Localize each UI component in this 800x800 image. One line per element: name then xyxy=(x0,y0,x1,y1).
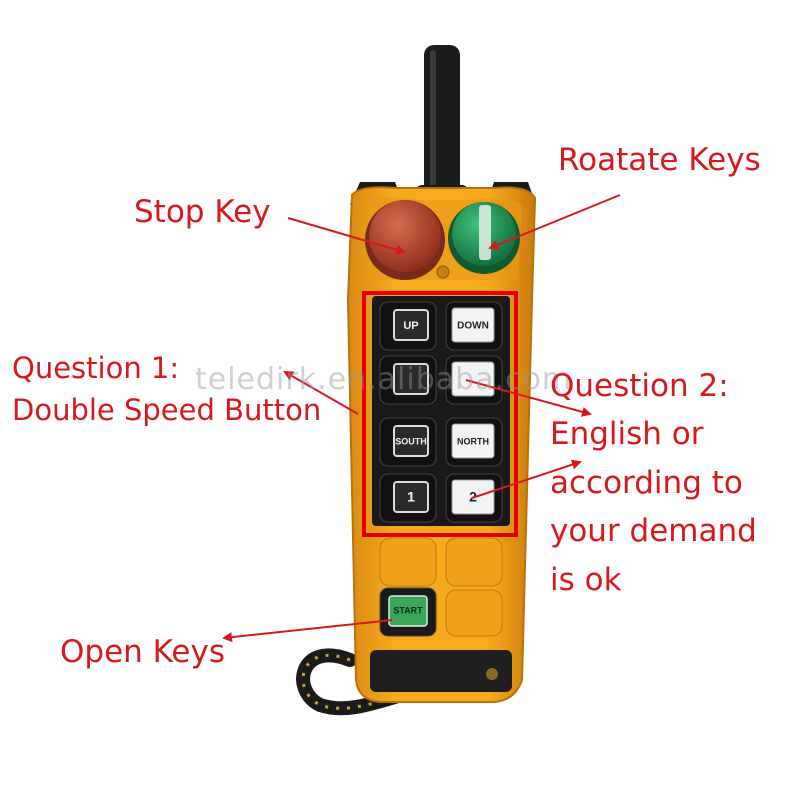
arrow-open-keys xyxy=(222,619,393,643)
stop-key[interactable] xyxy=(365,200,445,280)
question-2-line-4: is ok xyxy=(550,562,622,598)
question-1-title: Question 1: xyxy=(12,351,180,385)
start-key[interactable]: START xyxy=(379,587,437,637)
up-key-label: UP xyxy=(403,320,418,332)
question-2-line-1: English or xyxy=(550,416,704,452)
stop-key-label: Stop Key xyxy=(134,194,271,230)
blank-key xyxy=(445,589,503,637)
double-speed-key-right[interactable] xyxy=(445,355,503,405)
blank-key xyxy=(379,537,437,587)
bottom-screw xyxy=(486,668,498,680)
question-2-line-2: according to xyxy=(550,465,743,501)
arrow-english xyxy=(471,459,582,499)
south-key[interactable]: SOUTH xyxy=(379,417,437,467)
highlight-box xyxy=(362,291,518,537)
down-key-label: DOWN xyxy=(457,321,489,332)
watermark: teledirk.en.alibaba.com xyxy=(195,362,573,397)
down-key[interactable]: DOWN xyxy=(445,301,503,351)
start-key-label: START xyxy=(393,605,423,615)
antenna xyxy=(416,45,468,210)
bottom-panel xyxy=(370,650,512,692)
rotate-keys-label: Roatate Keys xyxy=(558,142,761,178)
keypad-panel xyxy=(372,296,510,526)
question-1-text: Double Speed Button xyxy=(12,393,322,427)
open-keys-label: Open Keys xyxy=(60,634,226,670)
blank-key xyxy=(445,537,503,587)
north-key[interactable]: NORTH xyxy=(445,417,503,467)
arrow-stop-key xyxy=(287,217,406,255)
north-key-label: NORTH xyxy=(457,436,489,446)
key-1-label: 1 xyxy=(407,489,415,505)
up-key[interactable]: UP xyxy=(379,301,437,351)
arrow-question-1 xyxy=(283,371,359,415)
rotate-key[interactable] xyxy=(448,202,520,274)
arrow-question-2 xyxy=(465,379,592,417)
south-key-label: SOUTH xyxy=(395,436,427,446)
double-speed-key-left[interactable] xyxy=(379,355,437,405)
question-2-title: Question 2: xyxy=(550,368,729,404)
arrow-rotate-keys xyxy=(488,194,621,250)
key-1[interactable]: 1 xyxy=(379,473,437,523)
question-2-line-3: your demand xyxy=(550,513,757,549)
